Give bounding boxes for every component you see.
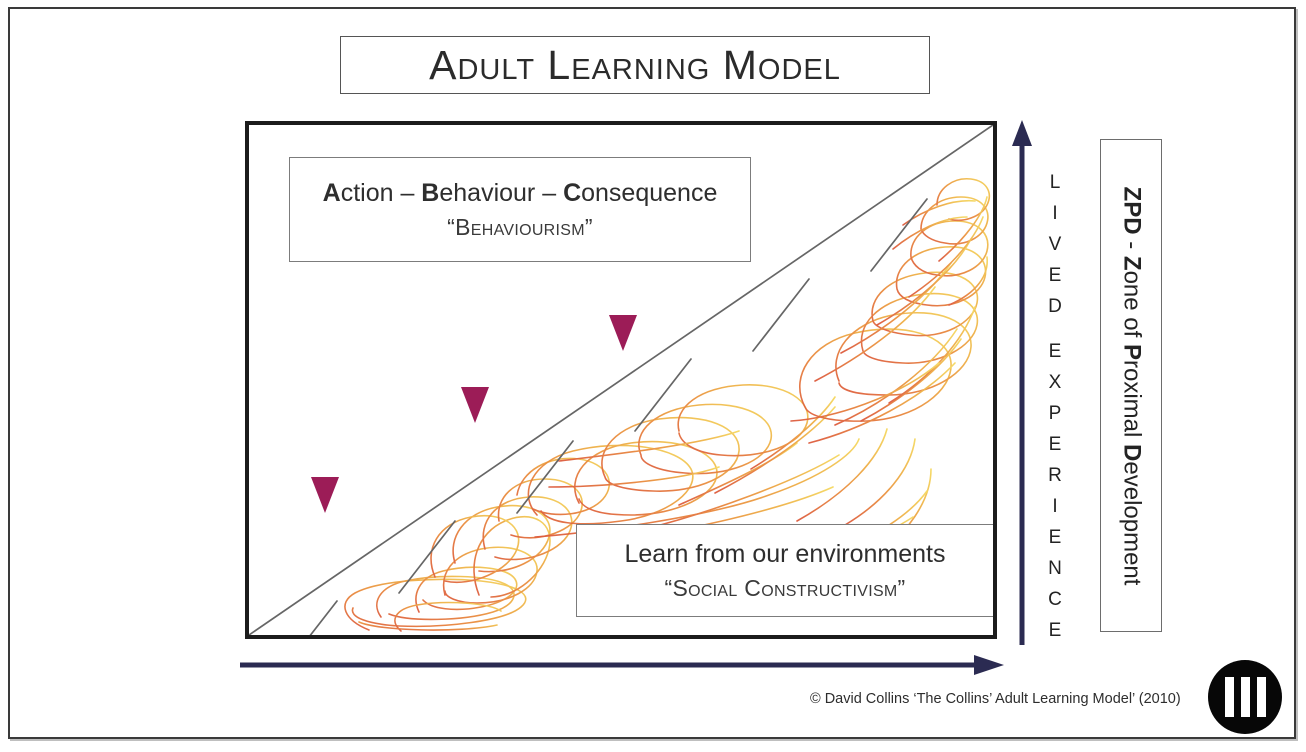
zpd-segment-3: - <box>1118 234 1146 256</box>
zpd-segment-5: one of <box>1118 270 1146 344</box>
diagonal-tick-marks <box>309 198 928 635</box>
logo-bar-1 <box>1224 677 1234 717</box>
abc-segment-5: onsequence <box>581 179 718 208</box>
lived-experience-letter-3: E <box>1048 264 1062 286</box>
chart-area: Action – Behaviour – Consequence “Behavi… <box>245 121 997 639</box>
lived-experience-letter-14: C <box>1048 588 1062 610</box>
zpd-box: ZPD - Zone of Proximal Development <box>1100 139 1162 632</box>
lived-experience-letter-10: R <box>1048 464 1062 486</box>
abc-segment-1: ction – <box>340 179 422 208</box>
lived-experience-letter-1: I <box>1052 202 1058 224</box>
abc-segment-2: B <box>421 179 440 208</box>
lived-experience-letter-2: V <box>1048 233 1062 255</box>
logo-bar-3 <box>1256 677 1266 717</box>
callout-constructivism-line2: “Social Constructivism” <box>664 574 906 601</box>
zpd-segment-2: D <box>1118 216 1146 235</box>
zpd-segment-7: roximal <box>1118 359 1146 444</box>
lived-experience-letter-11: I <box>1052 495 1058 517</box>
title-box: Adult Learning Model <box>340 36 930 94</box>
page-title: Adult Learning Model <box>429 41 841 88</box>
callout-behaviourism-line1: Action – Behaviour – Consequence <box>323 178 718 209</box>
scribble-lower-left <box>344 457 611 632</box>
zpd-segment-6: P <box>1118 343 1146 360</box>
lived-experience-letter-0: L <box>1049 172 1061 193</box>
lived-experience-letter-8: P <box>1048 402 1062 424</box>
three-bars-logo <box>1208 660 1282 734</box>
zpd-label: ZPD - Zone of Proximal Development <box>1117 186 1145 585</box>
behaviourism-down-arrows <box>311 229 637 513</box>
callout-constructivism: Learn from our environments “Social Cons… <box>576 524 993 617</box>
abc-segment-3: ehaviour – <box>439 179 564 208</box>
zpd-segment-0: Z <box>1118 186 1146 201</box>
lived-experience-letter-12: E <box>1048 526 1062 548</box>
lived-experience-letter-9: E <box>1048 433 1062 455</box>
scribble-upper-right <box>790 178 991 444</box>
zpd-segment-8: D <box>1118 443 1146 461</box>
zpd-segment-1: P <box>1118 200 1146 217</box>
callout-behaviourism: Action – Behaviour – Consequence “Behavi… <box>289 157 751 262</box>
lived-experience-letter-15: E <box>1048 619 1062 641</box>
zpd-segment-4: Z <box>1118 255 1146 271</box>
copyright-text: © David Collins ‘The Collins’ Adult Lear… <box>810 691 1181 707</box>
callout-behaviourism-line2: “Behaviourism” <box>447 213 593 240</box>
lived-experience-letter-7: X <box>1048 371 1062 393</box>
callout-constructivism-line1: Learn from our environments <box>624 540 946 569</box>
down-arrow-1 <box>311 229 339 513</box>
lived-experience-letter-6: E <box>1048 340 1062 362</box>
lived-experience-letter-4: D <box>1048 295 1062 317</box>
zpd-segment-9: evelopment <box>1118 460 1146 585</box>
abc-segment-0: A <box>322 179 341 208</box>
lived-experience-letter-13: N <box>1048 557 1062 579</box>
diagonal-line <box>249 125 993 635</box>
logo-bar-2 <box>1240 677 1250 717</box>
abc-segment-4: C <box>563 179 582 208</box>
